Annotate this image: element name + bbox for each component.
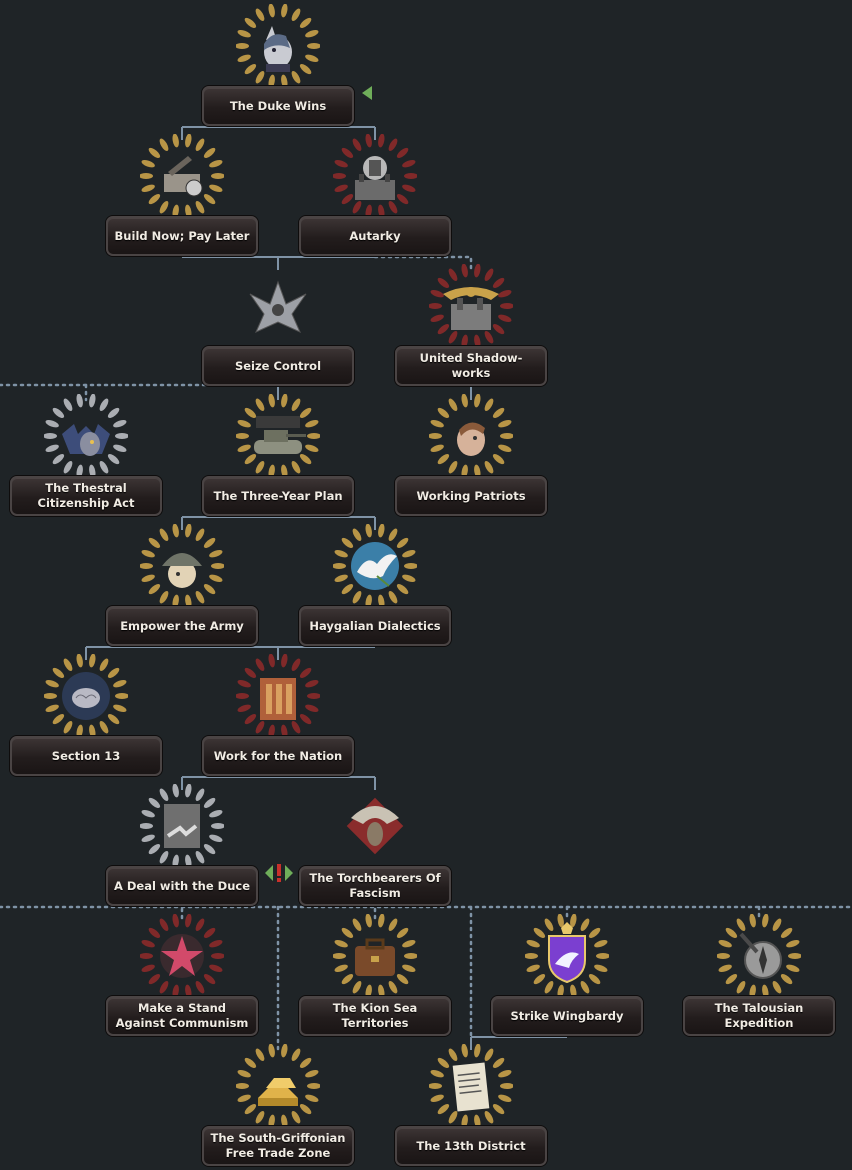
focus-label: The Kion Sea Territories — [301, 1001, 449, 1031]
focus-label-plate[interactable]: Seize Control — [202, 346, 354, 386]
tank-icon — [236, 394, 320, 478]
focus-label: A Deal with the Duce — [110, 879, 254, 894]
focus-label-plate[interactable]: A Deal with the Duce — [106, 866, 258, 906]
focus-label: Section 13 — [48, 749, 124, 764]
purple-shield-icon — [525, 914, 609, 998]
focus-label-plate[interactable]: The Thestral Citizenship Act — [10, 476, 162, 516]
focus-haygalian[interactable]: Haygalian Dialectics — [295, 520, 455, 650]
industry-eagle-icon — [429, 264, 513, 348]
document-icon — [429, 1044, 513, 1128]
factory-gear-icon — [333, 134, 417, 218]
focus-label-plate[interactable]: Haygalian Dialectics — [299, 606, 451, 646]
focus-section13[interactable]: Section 13 — [6, 650, 166, 780]
construction-icon — [140, 134, 224, 218]
focus-label-plate[interactable]: Make a Stand Against Communism — [106, 996, 258, 1036]
focus-label-plate[interactable]: Empower the Army — [106, 606, 258, 646]
green-arrow-icon — [360, 85, 374, 105]
worker-pony-icon — [429, 394, 513, 478]
focus-label: United Shadow-works — [397, 351, 545, 381]
focus-label-plate[interactable]: The Kion Sea Territories — [299, 996, 451, 1036]
focus-label: Build Now; Pay Later — [111, 229, 254, 244]
focus-autarky[interactable]: Autarky — [295, 130, 455, 260]
soldier-helmet-icon — [140, 524, 224, 608]
focus-label-plate[interactable]: Working Patriots — [395, 476, 547, 516]
compass-icon — [717, 914, 801, 998]
focus-patriots[interactable]: Working Patriots — [391, 390, 551, 520]
focus-label: The Talousian Expedition — [685, 1001, 833, 1031]
pony-portrait-icon — [236, 4, 320, 88]
focus-label: Haygalian Dialectics — [305, 619, 444, 634]
focus-united[interactable]: United Shadow-works — [391, 260, 551, 390]
handshake-icon — [140, 784, 224, 868]
ammunition-icon — [236, 654, 320, 738]
focus-label: Strike Wingbardy — [507, 1009, 628, 1024]
focus-label: Make a Stand Against Communism — [108, 1001, 256, 1031]
focus-label-plate[interactable]: Work for the Nation — [202, 736, 354, 776]
focus-label-plate[interactable]: United Shadow-works — [395, 346, 547, 386]
focus-label-plate[interactable]: The Talousian Expedition — [683, 996, 835, 1036]
focus-duke[interactable]: The Duke Wins — [198, 0, 358, 130]
focus-build[interactable]: Build Now; Pay Later — [102, 130, 262, 260]
focus-worknation[interactable]: Work for the Nation — [198, 650, 358, 780]
focus-label-plate[interactable]: The 13th District — [395, 1126, 547, 1166]
focus-label-plate[interactable]: The South-Griffonian Free Trade Zone — [202, 1126, 354, 1166]
focus-label: Autarky — [345, 229, 404, 244]
focus-thestral[interactable]: The Thestral Citizenship Act — [6, 390, 166, 520]
focus-label: Working Patriots — [412, 489, 529, 504]
focus-seize[interactable]: Seize Control — [198, 260, 358, 390]
focus-wingbardy[interactable]: Strike Wingbardy — [487, 910, 647, 1040]
focus-label: The Torchbearers Of Fascism — [301, 871, 449, 901]
focus-label-plate[interactable]: Autarky — [299, 216, 451, 256]
focus-torch[interactable]: The Torchbearers Of Fascism — [295, 780, 455, 910]
eagle-emblem-icon — [236, 264, 320, 348]
focus-label: Empower the Army — [116, 619, 248, 634]
gold-bars-icon — [236, 1044, 320, 1128]
focus-talousian[interactable]: The Talousian Expedition — [679, 910, 839, 1040]
focus-label-plate[interactable]: Section 13 — [10, 736, 162, 776]
brain-icon — [44, 654, 128, 738]
focus-kion[interactable]: The Kion Sea Territories — [295, 910, 455, 1040]
focus-southgriff[interactable]: The South-Griffonian Free Trade Zone — [198, 1040, 358, 1170]
red-star-icon — [140, 914, 224, 998]
focus-label-plate[interactable]: Strike Wingbardy — [491, 996, 643, 1036]
focus-standcomm[interactable]: Make a Stand Against Communism — [102, 910, 262, 1040]
briefcase-icon — [333, 914, 417, 998]
focus-army[interactable]: Empower the Army — [102, 520, 262, 650]
focus-label: The Thestral Citizenship Act — [12, 481, 160, 511]
focus-label-plate[interactable]: The Duke Wins — [202, 86, 354, 126]
focus-label: The 13th District — [412, 1139, 529, 1154]
focus-label-plate[interactable]: The Three-Year Plan — [202, 476, 354, 516]
focus-label-plate[interactable]: The Torchbearers Of Fascism — [299, 866, 451, 906]
bat-pony-icon — [44, 394, 128, 478]
dove-icon — [333, 524, 417, 608]
focus-label: The Three-Year Plan — [209, 489, 346, 504]
focus-label: The Duke Wins — [226, 99, 330, 114]
focus-dealduce[interactable]: A Deal with the Duce — [102, 780, 262, 910]
focus-label: The South-Griffonian Free Trade Zone — [204, 1131, 352, 1161]
focus-district13[interactable]: The 13th District — [391, 1040, 551, 1170]
focus-label: Seize Control — [231, 359, 325, 374]
focus-threeyear[interactable]: The Three-Year Plan — [198, 390, 358, 520]
focus-label-plate[interactable]: Build Now; Pay Later — [106, 216, 258, 256]
mutually-exclusive-icon — [263, 862, 295, 888]
griffon-eagle-icon — [333, 784, 417, 868]
focus-label: Work for the Nation — [210, 749, 346, 764]
